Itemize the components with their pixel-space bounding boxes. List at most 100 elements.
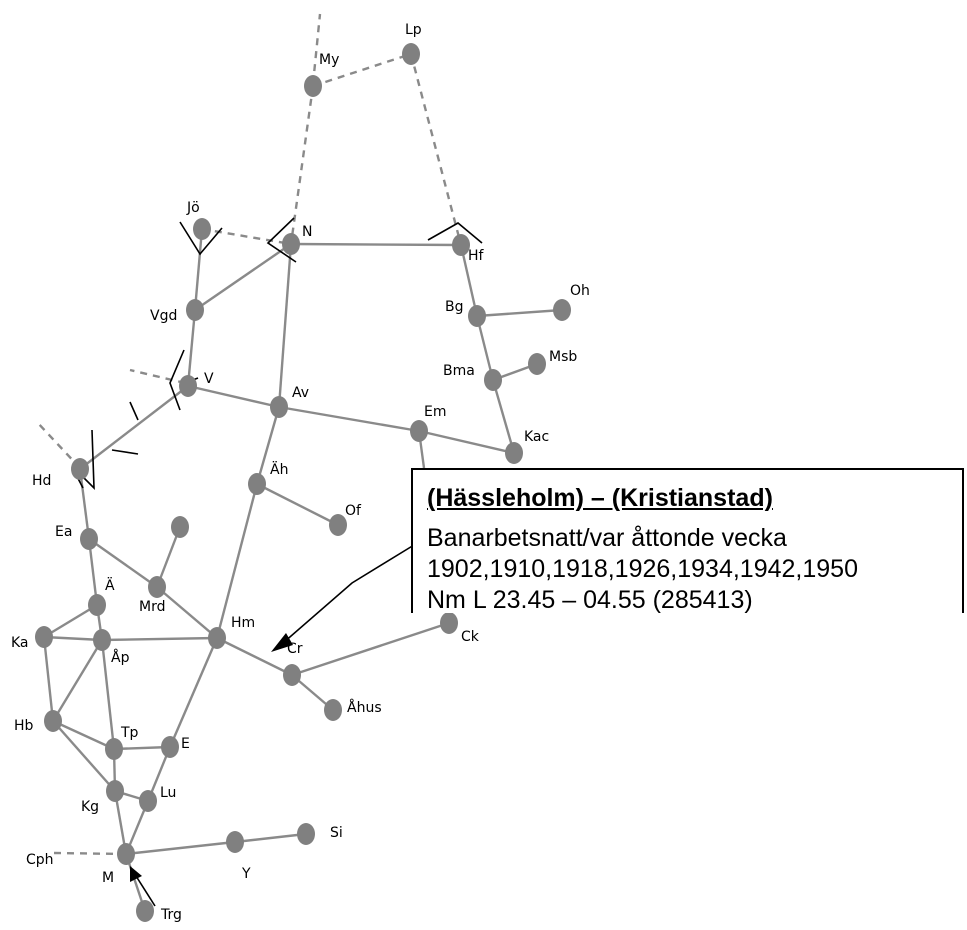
edge-Ea-A xyxy=(87,538,99,606)
station-node-Bma xyxy=(484,369,502,391)
edge-Cr-Ck xyxy=(291,621,450,677)
edge-Vgd-V xyxy=(186,309,197,387)
edge-N-Av xyxy=(277,243,293,408)
station-node-Of xyxy=(329,514,347,536)
labels-layer: MyLpJöNHfBgOhVgdBmaMsbVAvEmKacHdÄhOfEaÄM… xyxy=(11,22,590,923)
edge-A-Ka xyxy=(43,603,98,639)
edges-layer xyxy=(42,52,563,912)
station-label-Vgd: Vgd xyxy=(150,308,177,324)
edge-Hd-Ea xyxy=(78,468,91,540)
open-end-hd-west xyxy=(36,421,81,469)
edge-Ap-Hm xyxy=(101,636,218,642)
station-node-Bg xyxy=(468,305,486,327)
edge-Tp-E xyxy=(113,745,171,751)
edge-V-Hd xyxy=(79,385,189,470)
station-node-Ah xyxy=(248,473,266,495)
edge-Av-Em xyxy=(278,405,420,433)
edge-My-Lp xyxy=(312,52,412,88)
station-label-Jo: Jö xyxy=(186,200,200,216)
station-node-Oh xyxy=(553,299,571,321)
station-node-Vgd xyxy=(186,299,204,321)
station-label-Of: Of xyxy=(345,503,362,519)
edge-Av-Ah xyxy=(255,406,281,485)
end-marker-n xyxy=(266,217,297,263)
station-node-Kg xyxy=(106,780,124,802)
station-node-Hb xyxy=(44,710,62,732)
station-label-Hd: Hd xyxy=(32,473,51,489)
edge-Em-Kac xyxy=(418,429,515,455)
m-arrow-line xyxy=(135,875,156,907)
station-node-Ka xyxy=(35,626,53,648)
station-label-Bg: Bg xyxy=(445,299,464,315)
m-arrow-head xyxy=(130,866,142,882)
info-line-2: 1902,1910,1918,1926,1934,1942,1950 xyxy=(427,555,858,583)
edge-Ka-Hb xyxy=(42,636,55,722)
end-marker-v xyxy=(169,349,185,411)
station-node-Cr xyxy=(283,664,301,686)
edge-M-Y xyxy=(125,840,236,856)
station-label-Lp: Lp xyxy=(405,22,422,38)
edge-Hm-Cr xyxy=(216,636,293,677)
edge-Ap-Hb xyxy=(51,639,104,722)
edge-Jo-N xyxy=(201,227,292,246)
station-node-Ck xyxy=(440,612,458,634)
open-end-top xyxy=(311,13,322,85)
station-label-Ea: Ea xyxy=(55,524,72,540)
station-node-Ahus xyxy=(324,699,342,721)
station-label-Y: Y xyxy=(241,866,251,882)
station-node-Hf xyxy=(452,234,470,256)
edge-Ah-Of xyxy=(256,482,339,527)
info-title: (Hässleholm) – (Kristianstad) xyxy=(427,484,773,512)
nodes-layer xyxy=(35,43,571,922)
station-label-Mrd: Mrd xyxy=(139,599,165,615)
edge-Bg-Bma xyxy=(475,315,495,381)
info-line-1: Banarbetsnatt/var åttonde vecka xyxy=(427,524,787,552)
edge-V-Av xyxy=(187,384,280,409)
station-node-Y xyxy=(226,831,244,853)
station-label-Msb: Msb xyxy=(549,349,577,365)
station-node-Av xyxy=(270,396,288,418)
station-node-Mrd xyxy=(148,576,166,598)
station-label-N: N xyxy=(302,224,312,240)
station-label-Ck: Ck xyxy=(461,629,480,645)
station-label-Kac: Kac xyxy=(524,429,549,445)
edge-Mrd-Hm xyxy=(156,586,218,639)
station-label-Oh: Oh xyxy=(570,283,590,299)
station-label-Kg: Kg xyxy=(81,799,99,815)
edge-Hf-Bg xyxy=(459,244,479,317)
station-node-V xyxy=(179,375,197,397)
callout-arrow-head xyxy=(271,633,293,652)
edge-M-Cph xyxy=(53,851,127,856)
station-node-Jo xyxy=(193,218,211,240)
station-label-Ka: Ka xyxy=(11,635,29,651)
info-line-3: Nm L 23.45 – 04.55 (285413) xyxy=(427,586,753,614)
edge-Bma-Kac xyxy=(491,379,516,454)
edge-Ah-Hm xyxy=(215,483,259,639)
edge-Lp-Hf xyxy=(409,53,463,246)
station-node-M xyxy=(117,843,135,865)
open-end-v-west xyxy=(129,368,186,385)
edge-Jo-Vgd xyxy=(193,228,204,311)
station-label-Hf: Hf xyxy=(468,248,485,264)
end-marker-hd-line2 xyxy=(111,449,139,455)
edge-Hb-Kg xyxy=(52,720,116,792)
station-label-V: V xyxy=(204,371,214,387)
station-label-Ah: Äh xyxy=(270,460,288,478)
edge-Ka-Ap xyxy=(43,635,103,642)
callout-arrow-line xyxy=(282,544,415,644)
station-label-Av: Av xyxy=(292,385,309,401)
station-node-N xyxy=(282,233,300,255)
end-marker-hd-line xyxy=(129,401,139,421)
station-node-Kac xyxy=(505,442,523,464)
edge-Hm-E xyxy=(168,637,219,748)
station-node-Em xyxy=(410,420,428,442)
station-label-Lu: Lu xyxy=(160,785,176,801)
station-label-A: Ä xyxy=(105,576,115,594)
station-node-Si xyxy=(297,823,315,845)
info-callout-box: (Hässleholm) – (Kristianstad) Banarbetsn… xyxy=(411,468,964,614)
edge-Ea-Mrd xyxy=(88,538,158,588)
station-label-Tp: Tp xyxy=(120,725,139,741)
station-label-My: My xyxy=(319,52,339,68)
station-node-Hm xyxy=(208,627,226,649)
